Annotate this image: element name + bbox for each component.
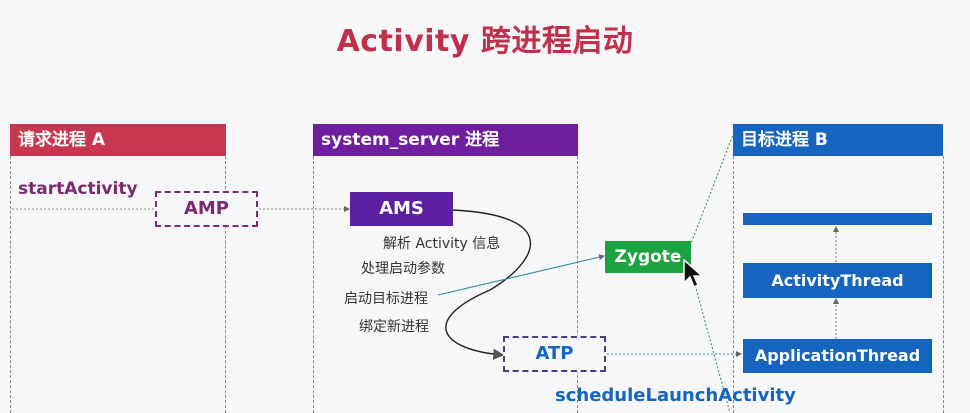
edge-to-zygote	[437, 254, 605, 296]
step-handle-launch-params: 处理启动参数	[361, 261, 445, 277]
step-bind-new-process: 绑定新进程	[359, 319, 429, 335]
amp-box: AMP	[155, 191, 258, 227]
start-activity-label: startActivity	[18, 179, 138, 199]
lane-header-system-server: system_server 进程	[313, 124, 578, 156]
schedule-launch-activity-label: scheduleLaunchActivity	[555, 385, 796, 406]
application-thread-box: ApplicationThread	[743, 339, 932, 373]
zoom-line-bottom	[689, 265, 731, 413]
step-start-target-process: 启动目标进程	[344, 291, 428, 307]
b-top-box-partial	[743, 213, 932, 225]
lane-a-right-line	[225, 156, 226, 413]
activity-thread-box: ActivityThread	[743, 263, 932, 298]
lane-s-left-line	[313, 156, 314, 413]
edge-ams-to-atp	[445, 209, 532, 360]
step-parse-activity-info: 解析 Activity 信息	[383, 236, 501, 252]
atp-box: ATP	[503, 336, 606, 372]
zoom-line-top	[689, 126, 737, 247]
lane-a-left-line	[10, 156, 11, 413]
lane-b-left-line	[733, 156, 734, 413]
zygote-box: Zygote	[605, 241, 691, 273]
lane-s-right-line	[577, 156, 578, 413]
lane-header-process-b: 目标进程 B	[733, 124, 943, 156]
mouse-cursor-icon	[683, 259, 703, 289]
ams-box: AMS	[350, 192, 453, 226]
lane-header-process-a: 请求进程 A	[10, 124, 226, 156]
lane-b-right-line	[943, 156, 944, 413]
page-title: Activity 跨进程启动	[336, 24, 634, 59]
